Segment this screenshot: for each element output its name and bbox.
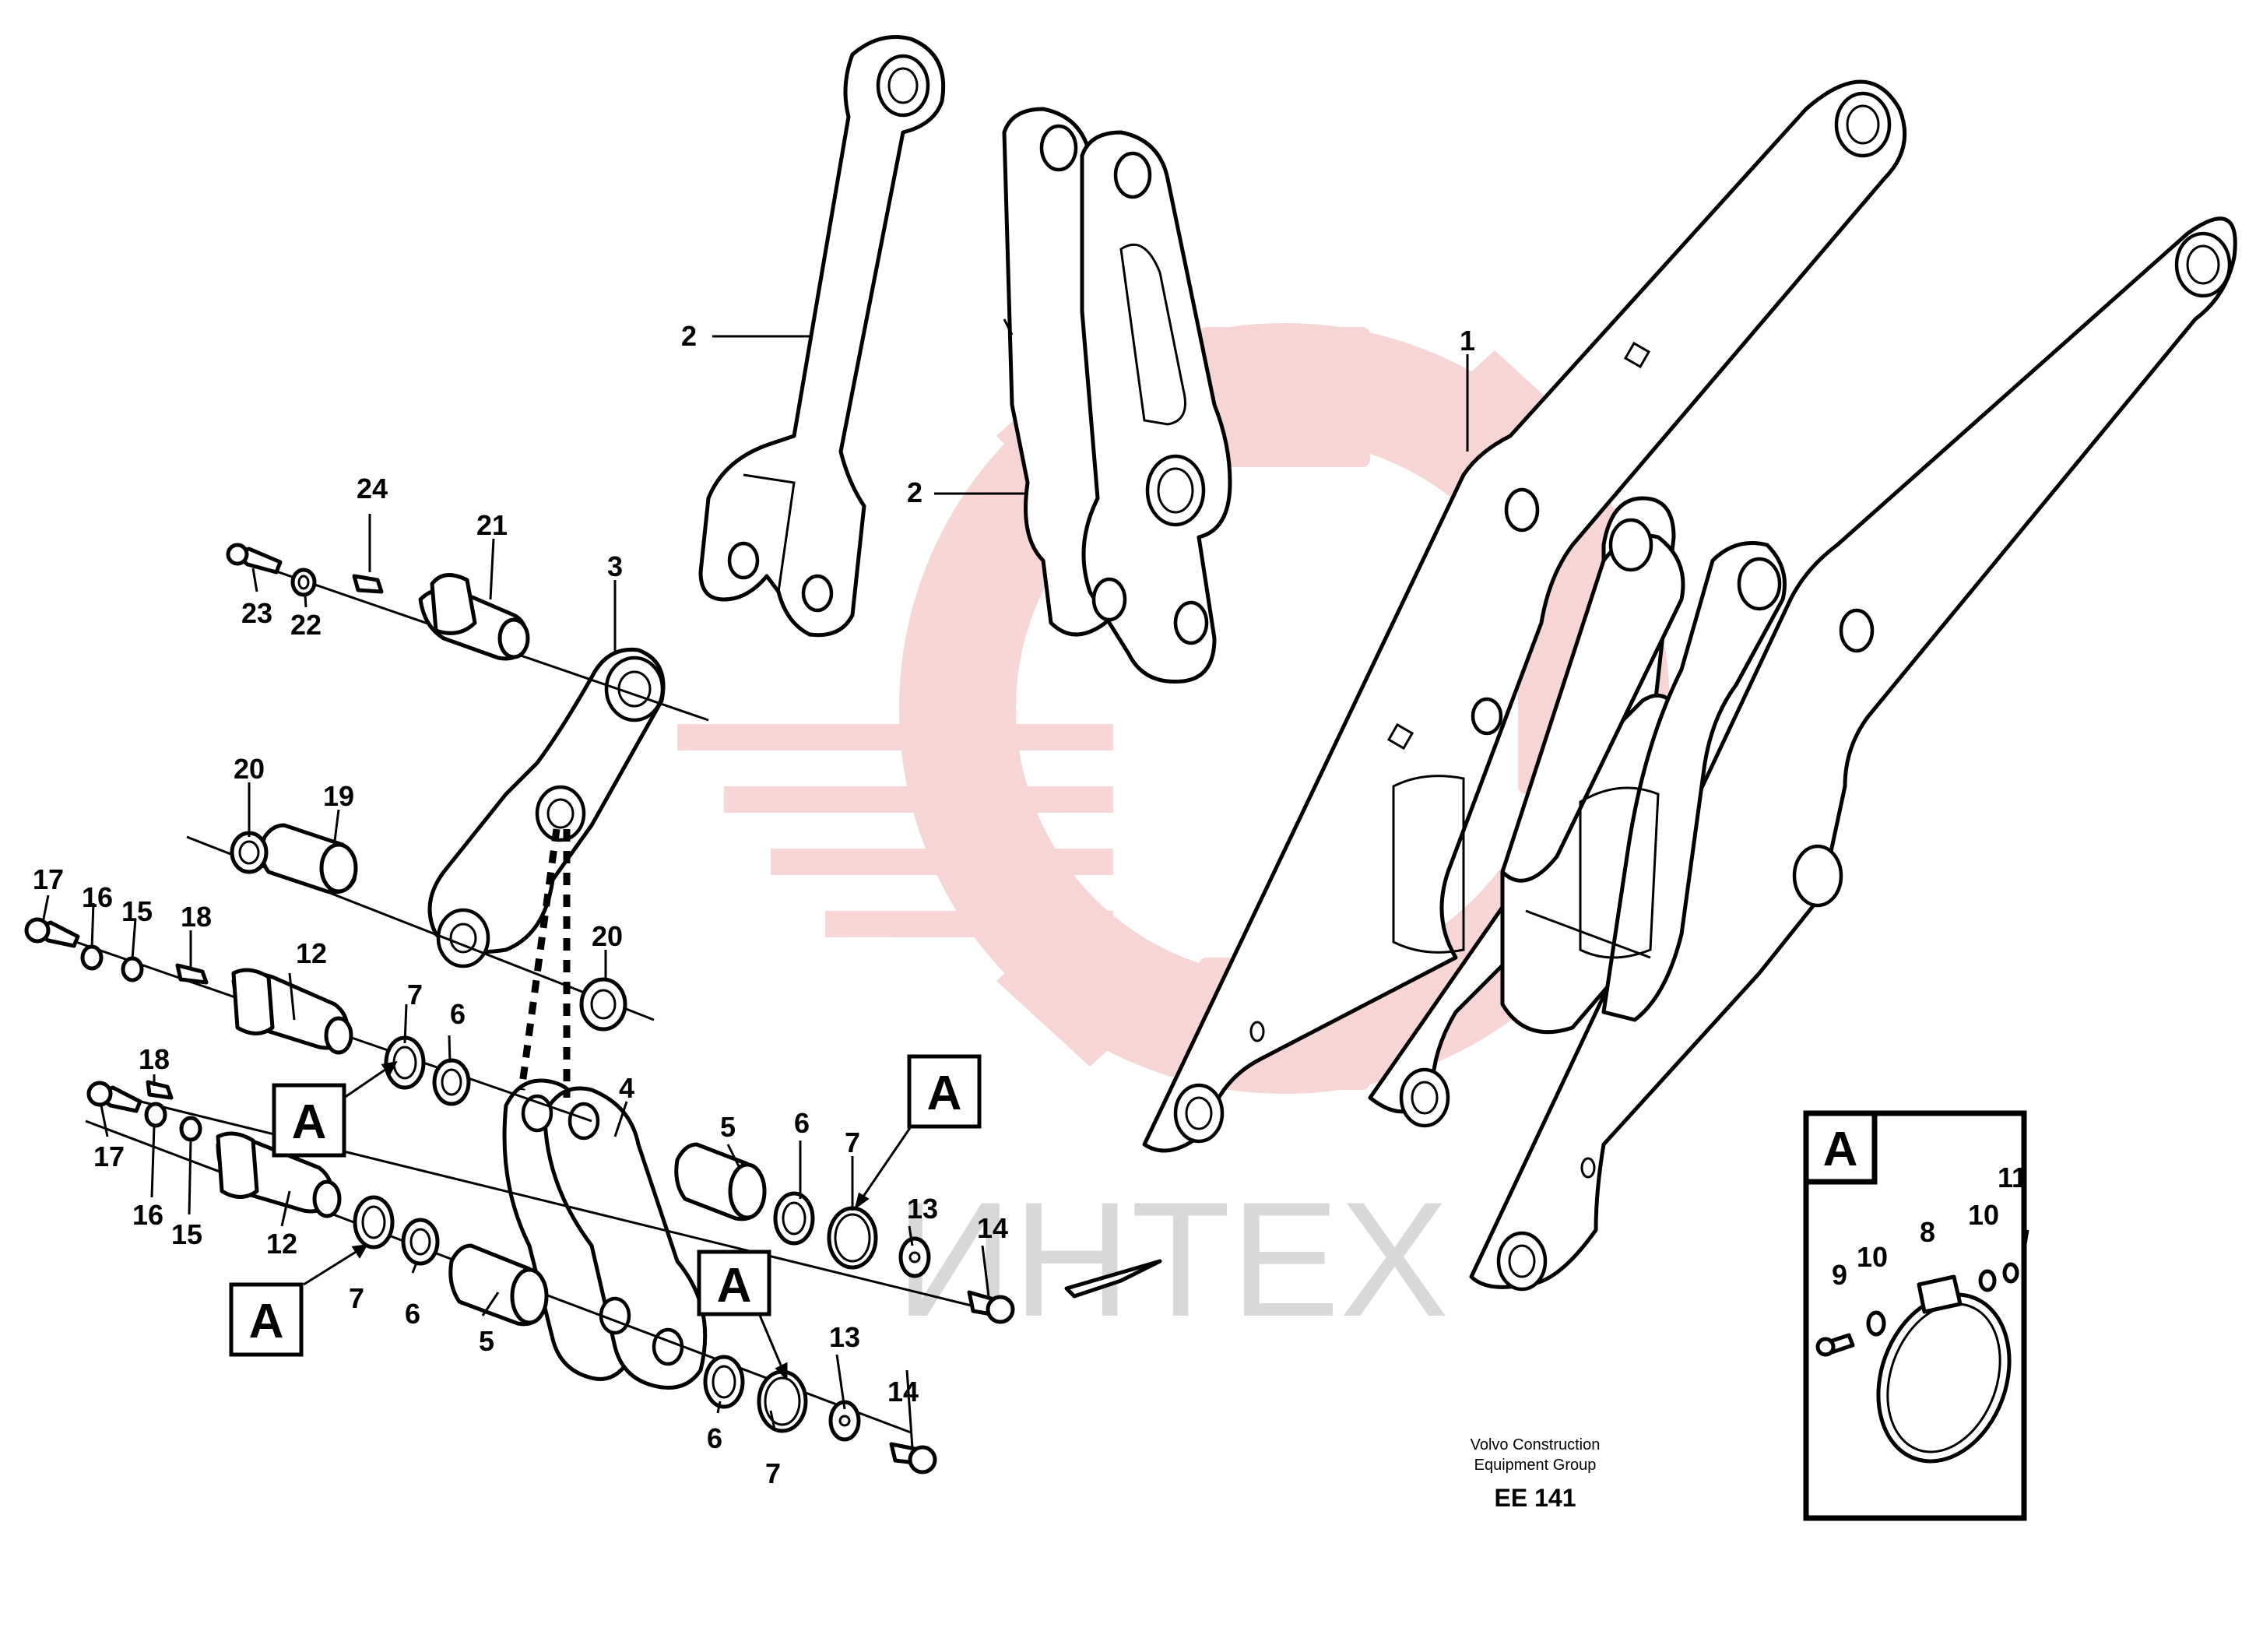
label-6-d: 6 bbox=[707, 1422, 722, 1454]
svg-text:A: A bbox=[292, 1095, 327, 1149]
bushing-5-group bbox=[448, 1142, 767, 1327]
label-22: 22 bbox=[290, 609, 322, 641]
watermark-text: ИНТЕХ bbox=[895, 1168, 1449, 1351]
label-6-b: 6 bbox=[794, 1107, 810, 1139]
view-direction-arrow bbox=[1064, 1259, 1162, 1299]
label-9: 9 bbox=[1832, 1259, 1847, 1291]
label-7-c: 7 bbox=[349, 1282, 364, 1314]
label-20-upper: 20 bbox=[234, 753, 265, 785]
label-8: 8 bbox=[1920, 1216, 1935, 1248]
label-1: 1 bbox=[1460, 325, 1475, 357]
lower-link bbox=[502, 1078, 708, 1390]
detail-ref-a-1: A bbox=[272, 1083, 346, 1158]
label-16-lower: 16 bbox=[132, 1199, 163, 1231]
detail-ref-a-2: A bbox=[229, 1282, 304, 1357]
detail-ref-a-4: A bbox=[697, 1250, 771, 1316]
label-2-link-rod: 2 bbox=[681, 320, 697, 352]
pin-12-lower-group bbox=[86, 1080, 440, 1266]
label-20-lower: 20 bbox=[592, 920, 623, 952]
label-4: 4 bbox=[619, 1072, 634, 1104]
right-hardware bbox=[703, 1191, 1015, 1474]
label-10-right: 10 bbox=[1968, 1199, 1999, 1231]
detail-pointers bbox=[303, 1060, 916, 1381]
label-12-upper: 12 bbox=[296, 937, 327, 969]
bushing-19-group bbox=[230, 823, 627, 1032]
link-rod bbox=[698, 35, 946, 638]
label-13-lower: 13 bbox=[829, 1321, 860, 1353]
upper-link bbox=[427, 647, 666, 968]
figure-code: EE 141 bbox=[1495, 1484, 1576, 1512]
label-6-a: 6 bbox=[450, 998, 466, 1030]
label-10-left: 10 bbox=[1857, 1241, 1888, 1273]
bell-crank bbox=[1002, 107, 1232, 684]
leader-lines bbox=[41, 335, 2029, 1449]
label-13-upper: 13 bbox=[907, 1193, 938, 1225]
label-7-a: 7 bbox=[407, 979, 423, 1011]
label-12-lower: 12 bbox=[266, 1228, 297, 1260]
part-labels: 1 2 2 3 4 5 5 6 6 6 6 7 7 7 7 8 9 10 10 … bbox=[33, 320, 2027, 1489]
svg-text:A: A bbox=[717, 1259, 752, 1313]
label-7-b: 7 bbox=[845, 1127, 860, 1158]
inset-detail-a: A bbox=[1803, 1110, 2027, 1521]
detail-ref-a-3: A bbox=[907, 1054, 982, 1129]
label-14-lower: 14 bbox=[887, 1376, 919, 1408]
svg-text:A: A bbox=[1823, 1123, 1858, 1176]
label-15-upper: 15 bbox=[121, 895, 153, 927]
svg-text:A: A bbox=[249, 1295, 284, 1348]
label-23: 23 bbox=[241, 597, 272, 629]
pin-21-group bbox=[226, 543, 530, 661]
label-21: 21 bbox=[476, 509, 508, 541]
credit-block: Volvo Construction Equipment Group EE 14… bbox=[1471, 1436, 1601, 1512]
label-6-c: 6 bbox=[405, 1298, 420, 1330]
credit-line-1: Volvo Construction bbox=[1471, 1436, 1601, 1453]
label-17-upper: 17 bbox=[33, 863, 64, 895]
label-19: 19 bbox=[323, 780, 354, 812]
svg-text:A: A bbox=[927, 1067, 962, 1120]
label-5-lower: 5 bbox=[479, 1325, 494, 1357]
dashed-connection bbox=[518, 828, 571, 1098]
label-11: 11 bbox=[1998, 1162, 2027, 1193]
label-15-lower: 15 bbox=[171, 1218, 202, 1250]
label-24: 24 bbox=[357, 473, 388, 504]
label-2-bell-crank: 2 bbox=[907, 476, 922, 508]
pin-12-upper-group bbox=[24, 917, 471, 1106]
label-5-upper: 5 bbox=[720, 1111, 736, 1143]
credit-line-2: Equipment Group bbox=[1474, 1457, 1597, 1474]
label-18-upper: 18 bbox=[181, 901, 212, 933]
label-14-upper: 14 bbox=[977, 1212, 1008, 1244]
label-17-lower: 17 bbox=[93, 1141, 125, 1172]
label-3: 3 bbox=[607, 550, 623, 582]
label-16-upper: 16 bbox=[82, 881, 113, 913]
label-7-d: 7 bbox=[765, 1457, 781, 1489]
lift-arm-frame bbox=[1142, 79, 2237, 1292]
label-18-lower: 18 bbox=[139, 1043, 170, 1075]
